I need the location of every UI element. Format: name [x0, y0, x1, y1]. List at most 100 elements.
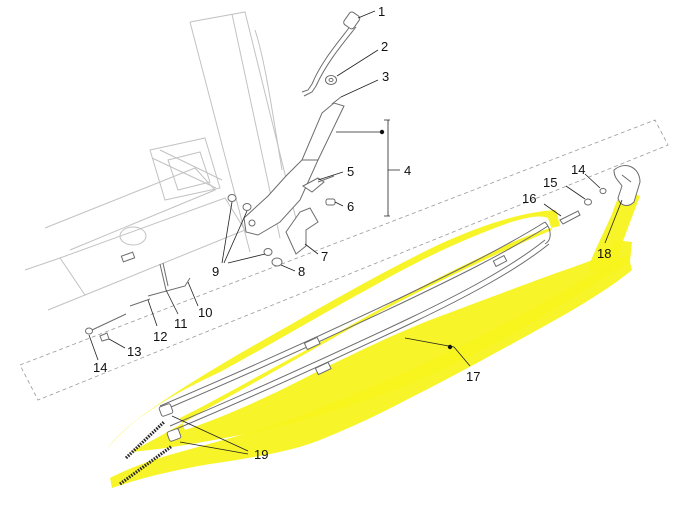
callout-8: 8 [298, 264, 305, 279]
highlight-clamp-zone [588, 190, 640, 276]
frame-hole [119, 226, 147, 246]
leader-11 [165, 289, 179, 315]
leader-4-bracket [384, 119, 400, 217]
callout-18: 18 [597, 246, 611, 261]
washer-b [242, 203, 252, 211]
leader-1 [357, 10, 376, 19]
bracket-body [285, 207, 319, 255]
callout-15: 15 [543, 175, 557, 190]
frame-bracket [149, 137, 221, 201]
leader-10 [187, 281, 199, 307]
frame-cross-top [44, 167, 216, 251]
clamp-body [613, 165, 641, 206]
cable-loop [544, 221, 551, 245]
rod-knob [343, 11, 361, 30]
rod-10 [147, 277, 191, 297]
part-16-bolt [559, 210, 581, 225]
split-pin-11 [159, 263, 167, 291]
frame-rail-left [189, 11, 301, 236]
frame-ghost [24, 11, 301, 311]
leader-6 [334, 201, 344, 207]
callout-10: 10 [198, 305, 212, 320]
cable-lower-front [169, 239, 546, 427]
callout-labels: 1 2 3 4 5 6 7 8 9 10 11 12 13 14 14 15 1… [93, 4, 611, 462]
leader-2 [336, 49, 379, 77]
callout-3: 3 [382, 69, 389, 84]
leader-14-left [88, 334, 99, 361]
leader-4-dot [379, 129, 385, 135]
lever-pivot [248, 219, 256, 227]
nut-8-body [271, 257, 283, 267]
lever-plate [243, 159, 319, 236]
washer-14-right [599, 187, 607, 195]
pin-stem [317, 175, 335, 183]
leader-17 [404, 337, 471, 367]
pin-12 [129, 298, 151, 307]
leader-7 [304, 243, 319, 255]
part-9-washers [227, 194, 273, 256]
callout-11: 11 [174, 316, 188, 331]
cable-sleeve-1 [303, 336, 321, 351]
frame-rail-back [189, 21, 251, 253]
frame-bracket-inner [167, 151, 211, 191]
callout-19: 19 [254, 447, 268, 462]
washer-14-left [85, 327, 93, 335]
part-18-clamp [613, 165, 641, 206]
leader-13 [108, 338, 126, 349]
assembly-outline-dashed [19, 119, 669, 401]
cable-sleeve-2 [314, 361, 332, 376]
callout-16: 16 [522, 191, 536, 206]
part-11-split-pin [159, 262, 169, 291]
washer-15 [584, 198, 592, 206]
nut-hole [328, 77, 334, 83]
part-13-clip [99, 332, 110, 342]
part-1-rod [301, 11, 361, 97]
leader-lines [88, 10, 623, 455]
part-4-lever-assembly [243, 96, 345, 236]
cable-upper-front [159, 221, 546, 407]
cable-sleeve-3 [492, 254, 508, 268]
washer-c [263, 248, 273, 256]
cable-end-thread-upper [124, 420, 166, 460]
part-14-washer-left [85, 313, 127, 335]
leader-15 [565, 185, 586, 200]
part-14-washer-right [599, 187, 607, 195]
part-7-bracket [285, 207, 319, 255]
highlight-marks [108, 190, 640, 488]
part-10-rod [147, 277, 191, 297]
callout-13: 13 [127, 344, 141, 359]
washer-a [227, 194, 237, 202]
leader-3 [340, 79, 379, 98]
rod-body-2 [303, 26, 357, 97]
callout-4: 4 [404, 163, 411, 178]
cable-end-thread-lower [119, 444, 173, 486]
frame-rail-ridge [254, 29, 283, 171]
callout-17: 17 [466, 369, 480, 384]
part-5-pin [302, 175, 335, 193]
leader-19 [171, 415, 249, 455]
cable-lower-back [173, 243, 550, 431]
frame-cross-mid [59, 197, 246, 296]
leader-5 [317, 171, 344, 181]
rod-14 [91, 313, 127, 331]
spring-body [325, 198, 336, 206]
part-12-pin [129, 298, 151, 307]
part-17-cables [120, 221, 551, 431]
leader-12 [147, 299, 158, 327]
highlight-lower-band [110, 254, 632, 488]
clip-13 [99, 332, 110, 342]
callout-2: 2 [381, 39, 388, 54]
rod-body [301, 23, 353, 93]
assembly-outline [19, 119, 669, 401]
part-6-spring [325, 198, 336, 206]
leader-9 [221, 201, 266, 264]
lever-grip [301, 102, 345, 169]
part-8-nut [271, 257, 283, 267]
cable-end-block-1 [158, 403, 174, 417]
callout-14-right: 14 [571, 162, 585, 177]
leader-17-dot [447, 344, 453, 350]
part-2-nut [325, 75, 337, 85]
callout-6: 6 [347, 199, 354, 214]
